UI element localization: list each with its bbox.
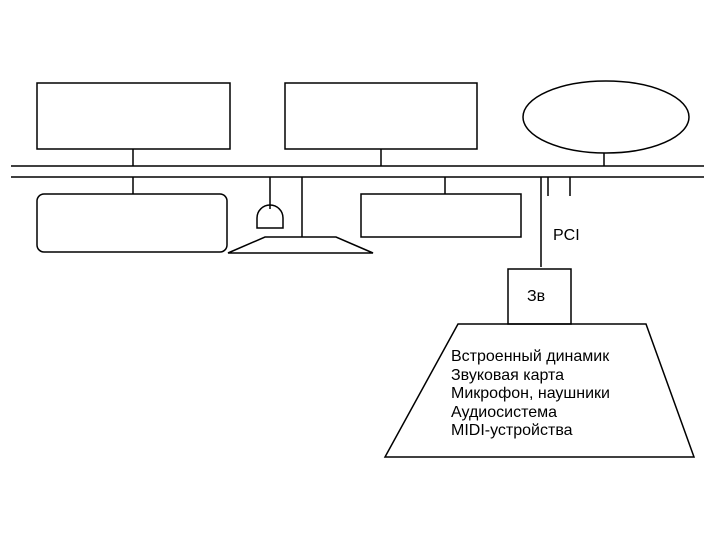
sound-block-label: Зв <box>527 288 546 305</box>
list-item: Микрофон, наушники <box>451 385 610 402</box>
bottom-left-rounded-block <box>36 193 228 253</box>
list-item: Встроенный динамик <box>451 348 610 365</box>
speaker-icon <box>256 204 284 229</box>
top-left-block <box>36 82 231 150</box>
bottom-middle-block <box>360 193 522 238</box>
keyboard-shape <box>227 236 374 254</box>
list-item: Аудиосистема <box>451 403 558 421</box>
pci-label: PCI <box>553 227 580 244</box>
top-right-oval <box>522 80 690 154</box>
sound-devices-trapezoid <box>383 323 696 458</box>
top-middle-block <box>284 82 478 150</box>
list-item: Звуковая карта <box>451 366 565 384</box>
sound-devices-list: Встроенный динамик Звуковая карта Микроф… <box>451 348 610 441</box>
list-item: MIDI-устройства <box>451 422 573 439</box>
